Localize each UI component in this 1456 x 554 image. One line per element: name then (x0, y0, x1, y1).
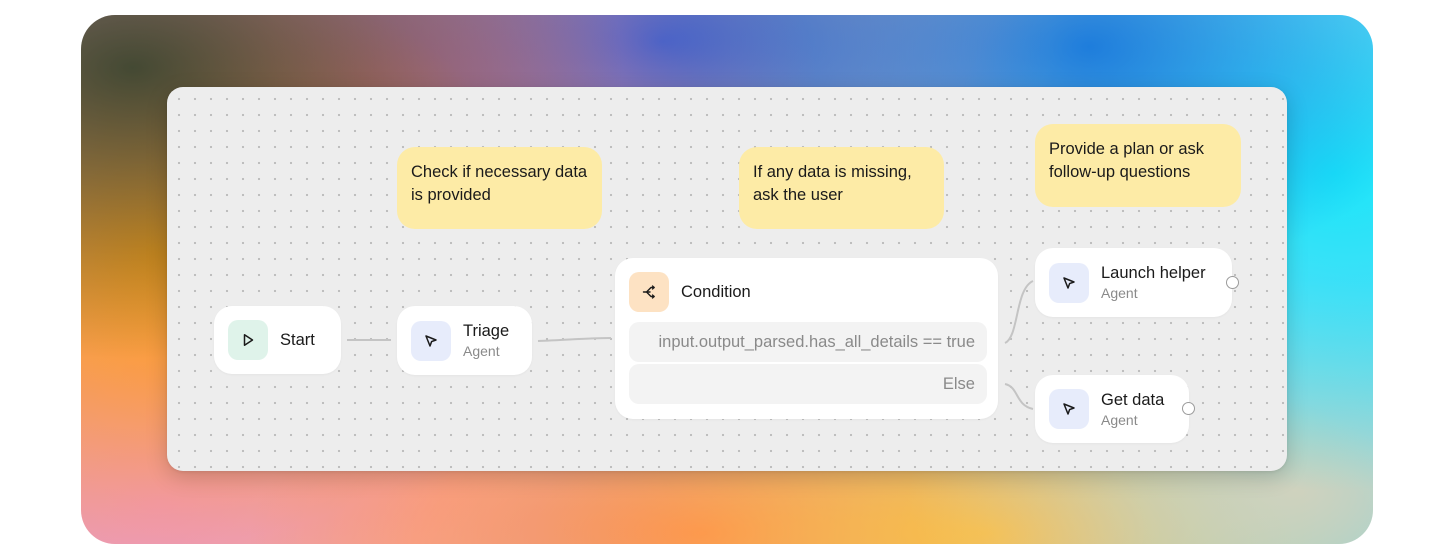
cursor-icon (411, 320, 451, 361)
launch-helper-output-port[interactable] (1226, 276, 1239, 289)
condition-else-row[interactable]: Else (629, 364, 987, 404)
get-data-node[interactable]: Get data Agent (1035, 375, 1189, 443)
start-node[interactable]: Start (214, 306, 341, 374)
get-data-label: Get data (1101, 390, 1165, 409)
get-data-type-label: Agent (1101, 411, 1138, 428)
connections (347, 280, 1034, 410)
start-label: Start (280, 331, 315, 349)
cursor-icon (1049, 389, 1089, 429)
condition-label: Condition (681, 283, 751, 301)
launch-helper-label: Launch helper (1101, 264, 1206, 282)
triage-node[interactable]: Triage Agent (397, 306, 532, 375)
note-missing-data: If any data is missing, ask the user (739, 147, 944, 229)
condition-node[interactable]: Condition input.output_parsed.has_all_de… (615, 258, 998, 419)
triage-type-label: Agent (463, 343, 500, 359)
workflow-canvas[interactable]: Check if necessary data is provided If a… (167, 87, 1287, 471)
condition-expression-row[interactable]: input.output_parsed.has_all_details == t… (629, 322, 987, 362)
branch-icon (629, 272, 669, 312)
edge-triage-condition (537, 337, 612, 342)
launch-helper-node[interactable]: Launch helper Agent (1035, 248, 1232, 317)
play-icon (228, 320, 268, 360)
triage-label: Triage (463, 322, 510, 340)
note-plan: Provide a plan or ask follow-up question… (1035, 124, 1241, 207)
note-check-data: Check if necessary data is provided (397, 147, 602, 229)
launch-helper-type-label: Agent (1101, 285, 1138, 301)
cursor-icon (1049, 262, 1089, 303)
edge-condition-launch (1004, 280, 1034, 344)
get-data-output-port[interactable] (1182, 402, 1195, 415)
edge-else-getdata (1004, 383, 1034, 410)
